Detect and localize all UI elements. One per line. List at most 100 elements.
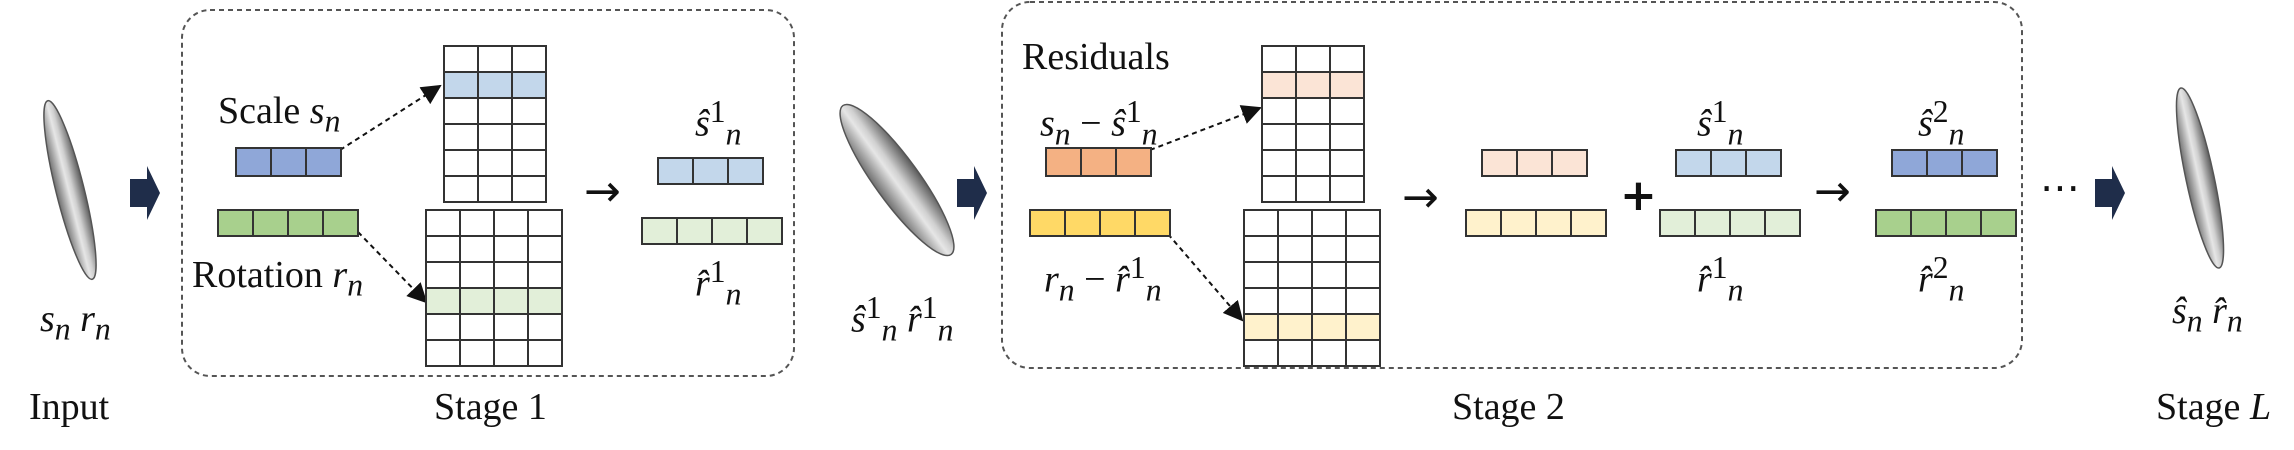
codebook-cell	[459, 209, 495, 237]
stage2-s-hat2-label: ŝ2n	[1918, 94, 1965, 152]
codebook-cell	[1345, 235, 1381, 263]
vector-cell	[676, 217, 713, 245]
vector-cell	[1980, 209, 2017, 237]
codebook-cell	[1261, 97, 1297, 125]
vector-cell	[270, 147, 307, 177]
codebook-cell	[527, 339, 563, 367]
stage1-caption: Stage 1	[434, 386, 547, 428]
chevron-arrow-icon	[957, 166, 987, 220]
codebook-cell	[425, 313, 461, 341]
vector-cell	[322, 209, 359, 237]
stage1-scale-quantized-vector	[657, 157, 764, 185]
codebook-cell	[1329, 97, 1365, 125]
vector-cell	[1745, 149, 1782, 177]
codebook-cell	[1345, 209, 1381, 237]
stage2-rotation-prev-vector	[1659, 209, 1801, 237]
rotation-label: Rotation rn	[192, 254, 364, 303]
codebook-cell	[511, 97, 547, 125]
stage2-arrow-1: →	[1402, 172, 1439, 223]
vector-cell	[287, 209, 324, 237]
stage1-rotation-quantized-vector	[641, 217, 783, 245]
scale-to-codebook-arrow	[339, 84, 442, 151]
codebook-cell	[1295, 71, 1331, 99]
scale-residual-to-codebook-arrow	[1149, 105, 1262, 151]
vector-cell	[1710, 149, 1747, 177]
codebook-cell	[459, 287, 495, 315]
scale-residual-codebook	[1261, 45, 1365, 203]
vector-cell	[1961, 149, 1998, 177]
codebook-cell	[1243, 287, 1279, 315]
codebook-cell	[1295, 97, 1331, 125]
codebook-cell	[493, 313, 529, 341]
stage1-output-gaussian	[839, 103, 955, 257]
vector-cell	[1500, 209, 1537, 237]
stage2-s-hat1-label: ŝ1n	[1697, 94, 1744, 152]
codebook-cell	[477, 71, 513, 99]
codebook-cell	[443, 45, 479, 73]
codebook-cell	[1261, 45, 1297, 73]
vector-cell	[1134, 209, 1171, 237]
codebook-cell	[1261, 123, 1297, 151]
input-caption: Input	[29, 386, 110, 428]
codebook-cell	[1277, 287, 1313, 315]
input-gaussian	[43, 99, 97, 281]
codebook-cell	[493, 261, 529, 289]
rotation-residual-vector	[1029, 209, 1171, 237]
rotation-residual-label: rn − r̂1n	[1044, 250, 1162, 308]
codebook-cell	[1295, 45, 1331, 73]
codebook-cell	[493, 339, 529, 367]
codebook-cell	[511, 175, 547, 203]
codebook-cell	[1277, 235, 1313, 263]
codebook-cell	[1329, 71, 1365, 99]
stage2-rotation-output-vector	[1875, 209, 2017, 237]
vector-cell	[1675, 149, 1712, 177]
codebook-cell	[527, 209, 563, 237]
stage1-arrow: →	[584, 166, 621, 217]
vector-cell	[1115, 147, 1152, 177]
codebook-cell	[511, 149, 547, 177]
codebook-cell	[1261, 149, 1297, 177]
codebook-cell	[443, 71, 479, 99]
codebook-cell	[1345, 339, 1381, 367]
vector-cell	[1481, 149, 1518, 177]
vector-cell	[1945, 209, 1982, 237]
codebook-cell	[527, 287, 563, 315]
codebook-cell	[1277, 209, 1313, 237]
vector-cell	[252, 209, 289, 237]
stage1-r-hat-label: r̂1n	[695, 254, 742, 312]
codebook-cell	[1243, 261, 1279, 289]
vector-cell	[746, 217, 783, 245]
codebook-cell	[1243, 339, 1279, 367]
vector-cell	[1659, 209, 1696, 237]
scale-label: Scale sn	[218, 90, 341, 139]
codebook-cell	[493, 287, 529, 315]
vector-cell	[1516, 149, 1553, 177]
vector-cell	[1764, 209, 1801, 237]
stage2-caption: Stage 2	[1452, 386, 1565, 428]
vector-cell	[1875, 209, 1912, 237]
codebook-cell	[1243, 313, 1279, 341]
rotation-vector	[217, 209, 359, 237]
codebook-cell	[477, 149, 513, 177]
stage2-scale-prev-vector	[1675, 149, 1782, 177]
input-params-label: sn rn	[40, 298, 111, 347]
codebook-cell	[493, 209, 529, 237]
codebook-cell	[425, 235, 461, 263]
codebook-cell	[1277, 313, 1313, 341]
vector-cell	[305, 147, 342, 177]
stage2-arrow-2: →	[1814, 166, 1851, 217]
rotation-residual-codebook	[1243, 209, 1381, 367]
vector-cell	[1891, 149, 1928, 177]
rotation-residual-quantized-vector	[1465, 209, 1607, 237]
rotation-to-codebook-arrow	[357, 231, 428, 304]
codebook-cell	[443, 175, 479, 203]
codebook-cell	[1277, 339, 1313, 367]
vector-cell	[1099, 209, 1136, 237]
stageL-caption: Stage L	[2156, 386, 2272, 428]
codebook-cell	[493, 235, 529, 263]
codebook-cell	[1329, 175, 1365, 203]
codebook-cell	[443, 123, 479, 151]
vector-cell	[1570, 209, 1607, 237]
codebook-cell	[527, 261, 563, 289]
codebook-cell	[425, 287, 461, 315]
